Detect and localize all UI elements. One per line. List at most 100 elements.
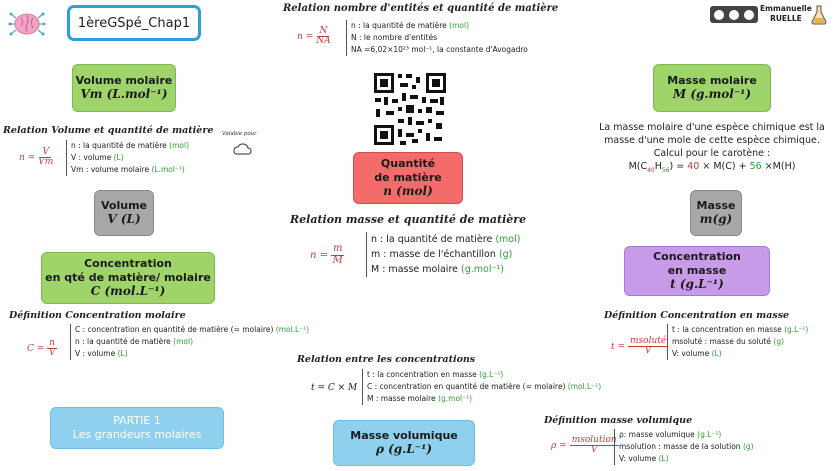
- flask-icon: [810, 5, 828, 25]
- definition-line: M : masse molaire (g.mol⁻¹): [371, 264, 505, 275]
- formula-lhs: n =: [310, 249, 328, 261]
- definition-line: C : concentration en quantité de matière…: [75, 325, 310, 334]
- box-label: Quantité: [380, 156, 436, 170]
- relation-masse-definitions: n : la quantité de matière (mol) m : mas…: [366, 232, 520, 277]
- definition-line: msoluté : masse du soluté (g): [672, 337, 785, 346]
- box-label: Volume: [101, 198, 147, 212]
- quantity-of-matter-box: Quantité de matière n (mol): [353, 152, 463, 204]
- molar-mass-box: Masse molaire M (g.mol⁻¹): [653, 64, 771, 112]
- definition-line: n : la quantité de matière (mol): [75, 337, 194, 346]
- box-symbol: M (g.mol⁻¹): [672, 87, 752, 102]
- relation-volume-heading: Relation Volume et quantité de matière: [3, 125, 214, 136]
- relation-entites-definitions: n : la quantité de matière (mol) N : le …: [346, 20, 528, 56]
- formula-numerator: N: [317, 26, 330, 38]
- relation-concentrations-formula: t = C × M: [311, 383, 358, 393]
- part-title-box: PARTIE 1 Les grandeurs molaires: [50, 407, 224, 449]
- masse-volumique-definitions: ρ: masse volumique (g.L⁻¹) msolution : m…: [614, 429, 754, 465]
- formula-denominator: V: [644, 346, 652, 357]
- part-number: PARTIE 1: [113, 414, 161, 428]
- definition-line: t : la concentration en masse (g.L⁻¹): [672, 325, 809, 334]
- definition-line: V : volume (L): [75, 349, 128, 358]
- definition-line: N : le nombre d'entités: [351, 33, 437, 42]
- author-first-name: Emmanuelle: [760, 4, 812, 13]
- box-symbol: ρ (g.L⁻¹): [375, 442, 433, 457]
- molar-mass-explanation: La masse molaire d'une espèce chimique e…: [590, 121, 834, 177]
- box-label: Concentration: [84, 256, 172, 270]
- mass-concentration-box: Concentration en masse t (g.L⁻¹): [624, 246, 770, 296]
- carotene-calculation: M(C40H56) = 40 × M(C) + 56 ×M(H): [628, 161, 796, 174]
- concentration-masse-heading: Définition Concentration en masse: [604, 310, 790, 321]
- relation-volume-definitions: n : la quantité de matière (mol) V : vol…: [66, 140, 189, 176]
- definition-line: V: volume (L): [672, 349, 722, 358]
- chapter-label-box: 1èreGSpé_Chap1: [67, 5, 201, 41]
- concentration-molaire-definitions: C : concentration en quantité de matière…: [70, 324, 309, 360]
- author-last-name: RUELLE: [770, 14, 802, 23]
- definition-line: ρ: masse volumique (g.L⁻¹): [619, 430, 722, 439]
- formula-lhs: n =: [19, 152, 36, 163]
- relation-entites-heading: Relation nombre d'entités et quantité de…: [283, 3, 559, 14]
- formula-numerator: V: [40, 147, 51, 159]
- box-sublabel: en qté de matière/ molaire: [45, 270, 211, 284]
- box-sublabel: en masse: [667, 263, 727, 277]
- definition-line: t : la concentration en masse (g.L⁻¹): [367, 370, 504, 379]
- box-symbol: n (mol): [383, 184, 433, 199]
- masse-volumique-heading: Définition masse volumique: [544, 415, 693, 426]
- box-symbol: m(g): [699, 212, 733, 227]
- box-label: Masse volumique: [350, 428, 458, 442]
- box-symbol: C (mol.L⁻¹): [90, 284, 166, 299]
- formula-denominator: V: [590, 445, 598, 456]
- definition-line: NA =6,02×10²³ mol⁻¹, la constante d'Avog…: [351, 45, 528, 54]
- definition-line: M : masse molaire (g.mol⁻¹): [367, 394, 473, 403]
- formula-denominator: Vm: [38, 157, 54, 168]
- formula-lhs: t =: [611, 341, 626, 352]
- part-title: Les grandeurs molaires: [72, 428, 202, 441]
- definition-line: msolution : masse de la solution (g): [619, 442, 754, 451]
- formula-numerator: m: [331, 243, 345, 256]
- definition-line: V : volume (L): [71, 153, 124, 162]
- definition-line: C : concentration en quantité de matière…: [367, 382, 602, 391]
- box-label: Masse molaire: [667, 73, 757, 87]
- concentration-masse-definitions: t : la concentration en masse (g.L⁻¹) ms…: [667, 324, 808, 360]
- explanation-line: Calcul pour le carotène :: [653, 148, 771, 159]
- molar-concentration-box: Concentration en qté de matière/ molaire…: [41, 252, 215, 304]
- formula-lhs: C =: [27, 343, 45, 354]
- box-label: Masse: [696, 198, 736, 212]
- validity-note: Valable pour: [222, 131, 257, 137]
- relation-concentrations-definitions: t : la concentration en masse (g.L⁻¹) C …: [362, 369, 601, 405]
- relation-concentrations-heading: Relation entre les concentrations: [297, 354, 476, 365]
- qr-code-icon: [372, 71, 448, 147]
- box-symbol: V (L): [107, 212, 141, 227]
- definition-line: n : la quantité de matière (mol): [71, 141, 190, 150]
- cloud-icon: [232, 141, 252, 155]
- formula-numerator: n: [47, 338, 58, 350]
- box-label: Concentration: [653, 249, 741, 263]
- definition-line: Vm : volume molaire (L.mol⁻¹): [71, 165, 185, 174]
- formula-lhs: ρ =: [551, 440, 567, 451]
- concentration-molaire-heading: Définition Concentration molaire: [9, 310, 186, 321]
- volumic-mass-box: Masse volumique ρ (g.L⁻¹): [333, 420, 475, 466]
- formula-numerator: msoluté: [628, 336, 669, 348]
- definition-line: m : masse de l'échantillon (g): [371, 249, 513, 260]
- chapter-label: 1èreGSpé_Chap1: [77, 15, 191, 31]
- box-label: Volume molaire: [75, 73, 173, 87]
- box-sublabel: de matière: [374, 170, 442, 184]
- definition-line: V: volume (L): [619, 454, 669, 463]
- molar-volume-box: Volume molaire Vm (L.mol⁻¹): [72, 64, 176, 112]
- formula-numerator: msolution: [569, 435, 619, 447]
- relation-masse-heading: Relation masse et quantité de matière: [290, 213, 527, 226]
- explanation-line: La masse molaire d'une espèce chimique e…: [599, 122, 825, 133]
- author-name: Emmanuelle RUELLE: [760, 4, 812, 24]
- box-symbol: t (g.L⁻¹): [670, 277, 724, 292]
- definition-line: n : la quantité de matière (mol): [371, 234, 521, 245]
- explanation-line: masse d'une mole de cette espèce chimiqu…: [604, 135, 820, 146]
- box-symbol: Vm (L.mol⁻¹): [80, 87, 168, 102]
- formula-denominator: NA: [316, 36, 331, 47]
- creative-commons-icon: [710, 6, 758, 23]
- mass-box: Masse m(g): [690, 190, 742, 236]
